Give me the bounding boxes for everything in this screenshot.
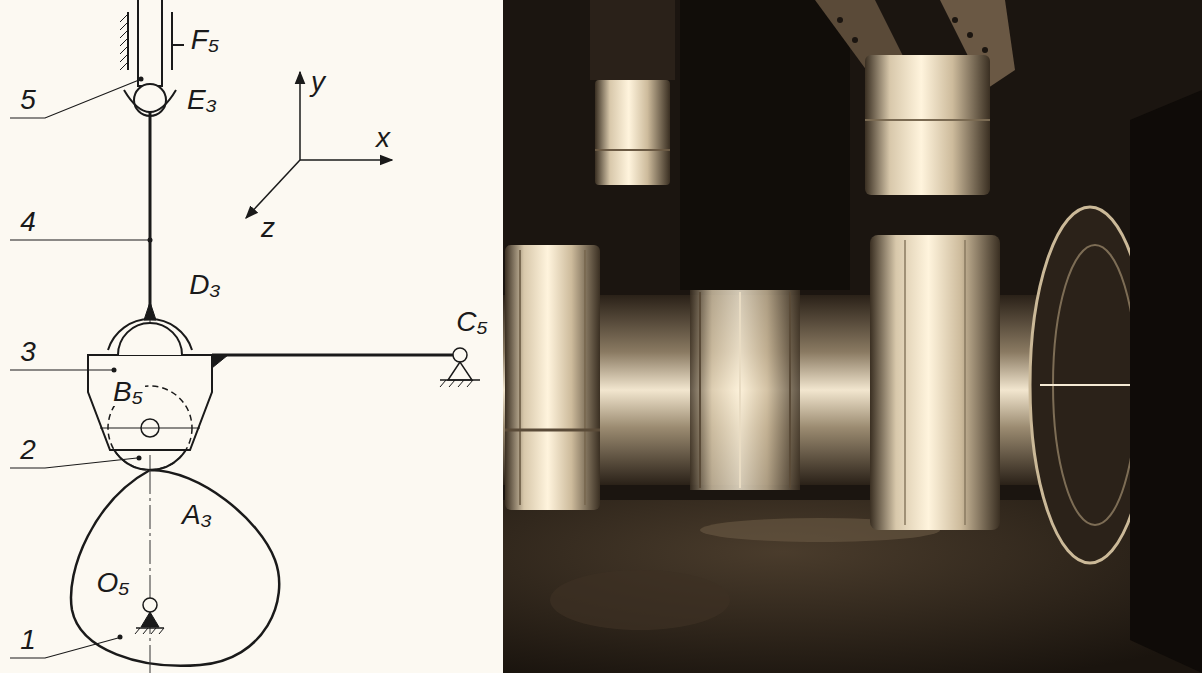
leader-line (10, 80, 148, 658)
camshaft-photo (1130, 90, 1202, 673)
callout-number: 2 (18, 436, 38, 464)
camshaft-photo (699, 292, 701, 488)
cam-link (71, 470, 279, 666)
camshaft-photo (952, 17, 958, 23)
camshaft-photo (595, 80, 670, 185)
coordinate-axes (246, 160, 300, 218)
roller-link (100, 428, 200, 429)
camshaft-photo (595, 149, 670, 151)
coordinate-axes (299, 72, 301, 160)
leader-line (10, 80, 139, 118)
roller-link (141, 419, 159, 437)
axis-label: x (374, 124, 392, 152)
fixed-pivot (440, 348, 480, 387)
camshaft-photo (789, 292, 791, 488)
camshaft-photo (982, 47, 988, 53)
camshaft-photo (1040, 384, 1140, 386)
slider-link (120, 0, 184, 86)
camshaft-photo (964, 240, 966, 525)
cam-link (141, 612, 159, 627)
slider-link (120, 30, 128, 38)
callout-number: 3 (18, 338, 38, 366)
leader-dot (112, 77, 153, 640)
cam-link (143, 628, 148, 634)
cam-link (150, 470, 151, 665)
callout-number: 4 (18, 208, 38, 236)
spherical-joint (118, 323, 182, 355)
slider-link (172, 44, 184, 46)
rod-link (124, 84, 176, 320)
spherical-joint (108, 319, 192, 355)
leader-line (10, 239, 148, 240)
cam-link (71, 470, 279, 666)
leader-dot (118, 635, 123, 640)
drawing-ground (0, 0, 503, 673)
leader-dot (137, 456, 142, 461)
camshaft-photo (852, 37, 858, 43)
joint-label: O₅ (94, 569, 131, 597)
camshaft-photo (519, 250, 521, 505)
camshaft-photo (503, 0, 1202, 673)
axis-label: z (259, 214, 277, 242)
joint-label: D₃ (187, 271, 222, 299)
slider-link (120, 54, 128, 62)
joint-label: A₃ (180, 501, 214, 529)
fixed-pivot (453, 348, 467, 362)
fixed-pivot (467, 380, 473, 387)
cam-link (159, 628, 164, 634)
rod-link (149, 112, 152, 318)
joint-label: B₅ (111, 378, 145, 406)
slider-link (127, 12, 129, 70)
cam-link (143, 598, 157, 612)
cam-link (151, 628, 156, 634)
callout-number: 5 (18, 86, 38, 114)
camshaft-photo (550, 570, 730, 630)
slider-link (120, 46, 128, 54)
camshaft-photo (967, 32, 973, 38)
fixed-pivot (449, 380, 455, 387)
axis-label: y (309, 68, 327, 96)
callout-number: 1 (18, 626, 38, 654)
leader-dot (112, 368, 117, 373)
camshaft-photo (590, 0, 675, 80)
rod-link (124, 90, 176, 112)
fixed-pivot (458, 380, 464, 387)
camshaft-photo (680, 0, 850, 290)
leader-line (10, 369, 112, 370)
camshaft-photo (870, 235, 1000, 530)
rocker-link (88, 355, 453, 450)
camshaft-photo (505, 245, 600, 510)
coordinate-axes (300, 159, 392, 161)
camshaft-photo (690, 290, 800, 490)
fixed-pivot (440, 380, 446, 387)
rocker-link (88, 355, 212, 450)
leader-dot (148, 238, 153, 243)
leader-dot (139, 77, 144, 82)
camshaft-photo (904, 240, 906, 525)
camshaft-photo (865, 119, 990, 121)
camshaft-photo (505, 429, 600, 432)
slider-link (120, 14, 128, 22)
joint-label: E₃ (185, 86, 219, 114)
slider-link (171, 12, 173, 70)
force-label: F₅ (189, 26, 221, 54)
slider-link (138, 0, 162, 86)
joint-label: C₅ (454, 308, 489, 336)
cam-link (135, 628, 140, 634)
slider-link (120, 62, 128, 70)
camshaft-photo (837, 17, 843, 23)
camshaft-photo (503, 0, 1202, 673)
camshaft-photo (865, 55, 990, 195)
rod-link (144, 302, 156, 320)
slider-link (120, 22, 128, 30)
camshaft-photo (584, 250, 586, 505)
slider-link (120, 38, 128, 46)
rocker-link (212, 354, 453, 357)
camshaft-photo (739, 292, 741, 488)
rocker-link (212, 355, 228, 368)
fixed-pivot (448, 362, 472, 380)
